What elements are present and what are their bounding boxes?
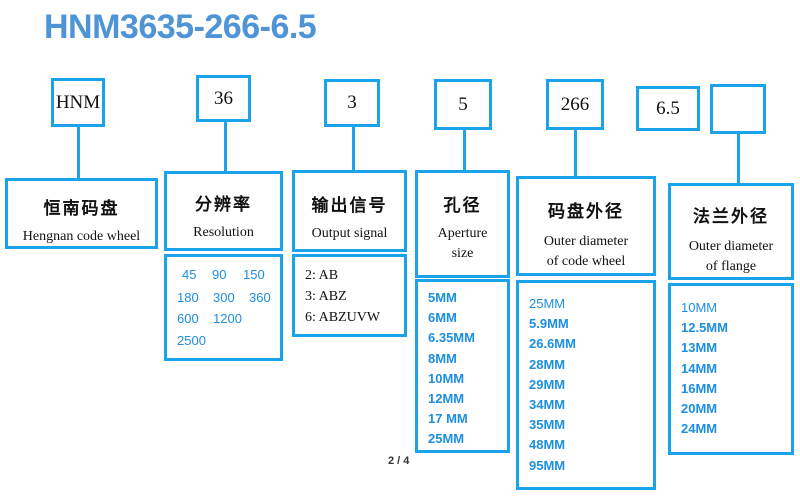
- resolution-value: 360: [249, 290, 271, 305]
- aperture-value: 6.35MM: [428, 330, 475, 346]
- header-zh: 孔径: [443, 196, 482, 216]
- code-value: 266: [560, 93, 590, 115]
- flange-diameter-value: 13MM: [681, 340, 718, 356]
- resolution-value: 600: [177, 311, 199, 326]
- flange-diameter-value: 16MM: [681, 380, 718, 396]
- connector-line: [77, 125, 80, 180]
- wheel-diameter-value: 25MM: [529, 296, 566, 311]
- page-number: 2 / 4: [388, 455, 410, 467]
- header-zh: 输出信号: [311, 196, 388, 216]
- connector-line: [224, 120, 227, 173]
- output-signal-box: 2: AB 3: ABZ 6: ABZUVW: [292, 254, 407, 337]
- aperture-value: 8MM: [428, 350, 457, 366]
- connector-line: [574, 128, 577, 178]
- header-en: Aperture: [437, 226, 488, 241]
- wheel-diameter-value: 26.6MM: [529, 336, 576, 352]
- code-value: 5: [458, 93, 468, 115]
- header-en: Hengnan code wheel: [22, 229, 141, 244]
- wheel-diameter-value: 5.9MM: [529, 316, 569, 332]
- code-box-flange-diameter: 6.5: [636, 86, 700, 131]
- connector-line: [463, 128, 466, 173]
- header-brand: 恒南码盘 Hengnan code wheel: [5, 178, 158, 249]
- resolution-values-box: 45 90 150 180 300 360 600 1200 2500: [164, 254, 283, 361]
- output-signal-item: 2: AB: [305, 268, 339, 283]
- wheel-diameter-value: 28MM: [529, 356, 566, 372]
- flange-diameter-value: 24MM: [681, 421, 718, 437]
- flange-diameter-value: 20MM: [681, 401, 718, 417]
- code-value: HNM: [55, 91, 101, 113]
- resolution-value: 180: [177, 290, 199, 305]
- flange-diameter-value: 14MM: [681, 360, 718, 376]
- wheel-diameter-values-box: 25MM 5.9MM 26.6MM 28MM 29MM 34MM 35MM 48…: [516, 280, 656, 490]
- wheel-diameter-value: 95MM: [529, 457, 566, 473]
- resolution-value: 45: [182, 267, 197, 282]
- code-box-wheel-diameter: 266: [546, 79, 604, 130]
- connector-line: [737, 132, 740, 185]
- wheel-diameter-value: 35MM: [529, 417, 566, 433]
- header-en: size: [451, 246, 474, 261]
- code-box-resolution: 36: [196, 75, 251, 122]
- resolution-value: 150: [243, 267, 265, 282]
- aperture-value: 25MM: [428, 431, 465, 447]
- aperture-value: 5MM: [428, 290, 457, 305]
- header-wheel-diameter: 码盘外径 Outer diameter of code wheel: [516, 176, 656, 276]
- aperture-values-box: 5MM 6MM 6.35MM 8MM 10MM 12MM 17 MM 25MM: [415, 279, 510, 453]
- header-flange-diameter: 法兰外径 Outer diameter of flange: [668, 183, 794, 280]
- resolution-value: 1200: [213, 311, 242, 326]
- wheel-diameter-value: 34MM: [529, 397, 566, 413]
- code-box-output: 3: [324, 79, 380, 127]
- code-value: 3: [347, 92, 357, 113]
- code-box-model: HNM: [51, 78, 105, 127]
- resolution-value: 2500: [177, 333, 206, 348]
- header-en: Output signal: [311, 226, 388, 241]
- header-zh: 码盘外径: [548, 202, 624, 222]
- header-zh: 法兰外径: [693, 207, 769, 227]
- header-output: 输出信号 Output signal: [292, 170, 407, 252]
- header-en: Resolution: [193, 225, 254, 240]
- header-resolution: 分辨率 Resolution: [164, 171, 283, 251]
- header-aperture: 孔径 Aperture size: [415, 170, 510, 278]
- aperture-value: 17 MM: [428, 411, 468, 427]
- flange-diameter-values-box: 10MM 12.5MM 13MM 14MM 16MM 20MM 24MM: [668, 283, 794, 455]
- code-box-aperture: 5: [434, 79, 492, 130]
- resolution-value: 90: [212, 267, 227, 282]
- wheel-diameter-value: 29MM: [529, 376, 566, 392]
- header-en: of code wheel: [546, 254, 626, 269]
- aperture-value: 12MM: [428, 391, 465, 407]
- code-box-empty: [710, 84, 766, 134]
- flange-diameter-value: 12.5MM: [681, 320, 728, 336]
- code-value: 6.5: [656, 97, 680, 119]
- header-zh: 分辨率: [195, 195, 252, 215]
- header-en: of flange: [705, 259, 757, 274]
- page-title: HNM3635-266-6.5: [44, 8, 317, 46]
- header-en: Outer diameter: [543, 234, 629, 249]
- resolution-value: 300: [213, 290, 235, 305]
- aperture-value: 10MM: [428, 370, 465, 386]
- header-zh: 恒南码盘: [43, 199, 120, 219]
- header-en: Outer diameter: [688, 239, 774, 254]
- flange-diameter-value: 10MM: [681, 300, 718, 315]
- output-signal-item: 3: ABZ: [305, 289, 347, 304]
- wheel-diameter-value: 48MM: [529, 437, 566, 453]
- connector-line: [352, 125, 355, 172]
- code-value: 36: [214, 87, 233, 109]
- aperture-value: 6MM: [428, 310, 457, 326]
- output-signal-item: 6: ABZUVW: [305, 310, 381, 325]
